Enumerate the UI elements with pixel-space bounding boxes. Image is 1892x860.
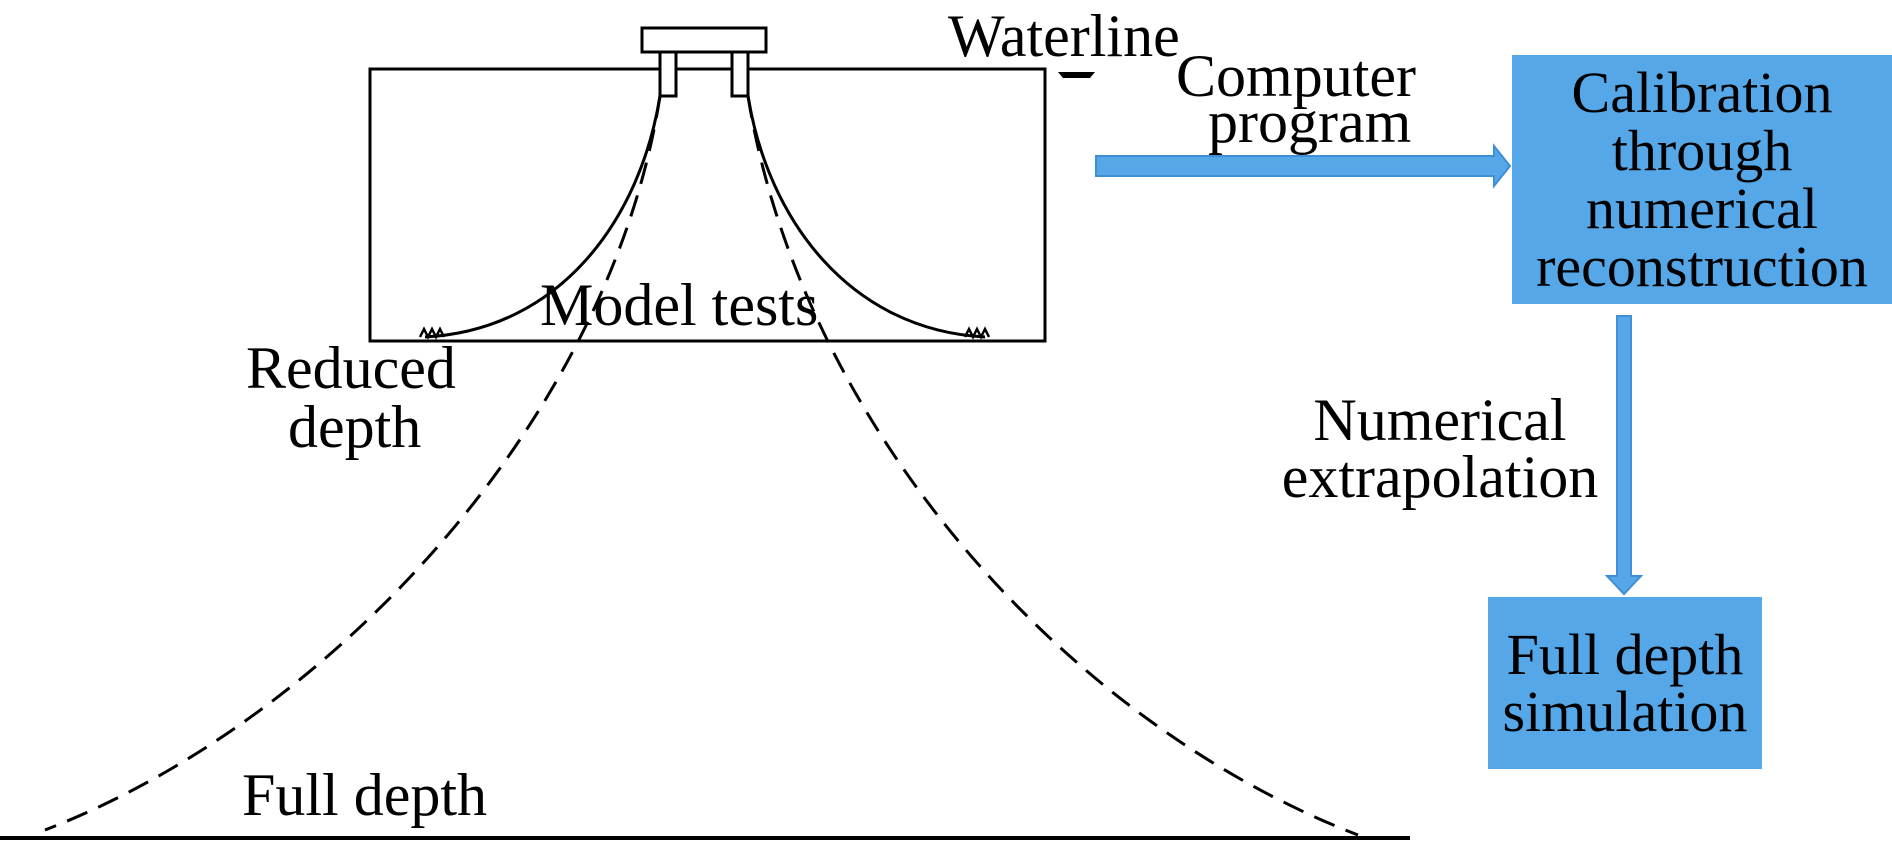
- anchor-left: [418, 326, 446, 340]
- calibration-line-2: through: [1612, 118, 1792, 183]
- anchor-right: [963, 326, 991, 340]
- calibration-line-1: Calibration: [1572, 60, 1833, 125]
- calibration-box: [1512, 55, 1892, 304]
- label-numerical-extrapolation-2: extrapolation: [1282, 444, 1599, 510]
- arrow-to-simulation: [1604, 315, 1644, 596]
- mooring-line-reduced-right: [746, 95, 986, 339]
- calibration-line-4: reconstruction: [1536, 234, 1868, 299]
- mooring-line-reduced-left: [424, 95, 662, 339]
- label-model-tests: Model tests: [540, 272, 818, 338]
- platform-column-left: [658, 50, 678, 98]
- label-computer-program-1: Computer: [1176, 43, 1416, 109]
- calibration-line-3: numerical: [1586, 176, 1818, 241]
- arrow-to-calibration: [1095, 143, 1512, 189]
- platform-column-right: [730, 50, 750, 98]
- label-full-depth: Full depth: [242, 762, 487, 828]
- platform-deck: [640, 26, 768, 54]
- waterline-marker: [1058, 72, 1095, 78]
- label-numerical-extrapolation-1: Numerical: [1313, 387, 1566, 453]
- label-reduced-depth-2: depth: [288, 394, 421, 460]
- label-computer-program-2: program: [1208, 89, 1411, 155]
- label-reduced-depth-1: Reduced: [246, 335, 456, 401]
- full-depth-simulation-box: [1488, 597, 1762, 769]
- mooring-line-full-right: [746, 95, 1359, 837]
- model-basin: [368, 67, 1047, 343]
- simulation-line-1: Full depth: [1507, 622, 1744, 687]
- simulation-line-2: simulation: [1503, 679, 1748, 744]
- label-waterline: Waterline: [948, 3, 1180, 69]
- mooring-line-full-left: [44, 95, 662, 832]
